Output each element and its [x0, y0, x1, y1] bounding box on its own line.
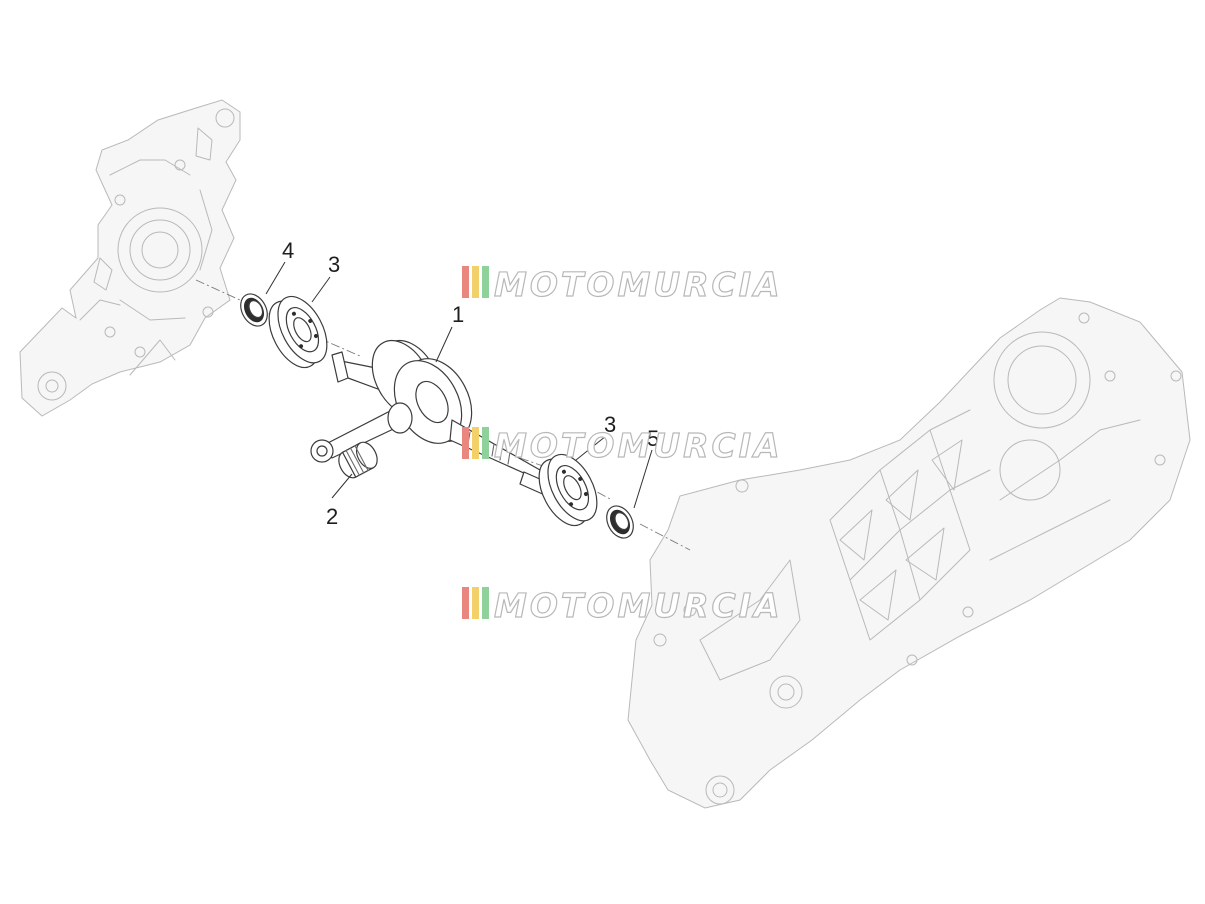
watermark-3: MOTOMURCIA — [462, 585, 783, 626]
watermark-stripe-yellow — [472, 266, 479, 298]
watermark-stripe-green — [482, 587, 489, 619]
left-crankcase-half — [19, 99, 241, 417]
crankshaft — [310, 340, 561, 501]
watermark-stripe-red — [462, 427, 469, 459]
callout-2: 2 — [326, 504, 338, 529]
watermark-text: MOTOMURCIA — [494, 426, 783, 465]
watermark-2: MOTOMURCIA — [462, 425, 783, 466]
watermark-stripe-red — [462, 587, 469, 619]
leader-lines — [265, 261, 653, 509]
right-crankcase-half — [627, 297, 1191, 809]
watermark-stripe-red — [462, 266, 469, 298]
watermark-stripe-green — [482, 266, 489, 298]
watermark-stripe-yellow — [472, 427, 479, 459]
ball-bearing-left — [268, 295, 328, 369]
callout-5: 5 — [647, 426, 659, 451]
watermark-text: MOTOMURCIA — [494, 586, 783, 625]
needle-bearing — [338, 441, 378, 479]
watermark-1: MOTOMURCIA — [462, 264, 783, 305]
callout-3-left: 3 — [328, 252, 340, 277]
watermark-text: MOTOMURCIA — [494, 265, 783, 304]
oil-seal-left — [240, 293, 268, 327]
watermark-stripe-green — [482, 427, 489, 459]
callout-1: 1 — [452, 302, 464, 327]
callout-3-right: 3 — [604, 412, 616, 437]
callout-4: 4 — [282, 238, 294, 263]
ball-bearing-right — [538, 453, 598, 527]
oil-seal-right — [606, 505, 634, 539]
watermark-stripe-yellow — [472, 587, 479, 619]
